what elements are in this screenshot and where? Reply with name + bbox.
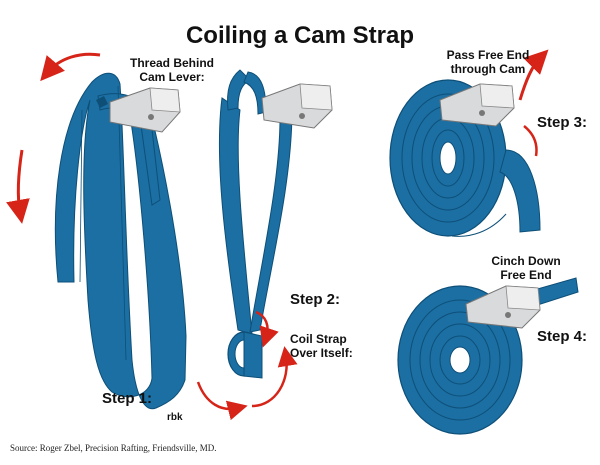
step3-label: Step 3: (537, 114, 588, 131)
coil-label: Coil Strap Over Itself: (290, 332, 370, 360)
thread-label-line2: Cam Lever: (139, 70, 205, 84)
pass-label-line1: Pass Free End (446, 48, 530, 62)
cinch-label-line1: Cinch Down (491, 254, 561, 268)
pass-label: Pass Free End through Cam (438, 48, 538, 76)
thread-label-line1: Thread Behind (129, 56, 214, 70)
thread-label: Thread Behind Cam Lever: (124, 56, 220, 84)
step3-cam-buckle (439, 83, 515, 127)
coil-label-line2: Over Itself: (290, 346, 353, 360)
coil-label-line1: Coil Strap (290, 332, 347, 346)
cinch-label: Cinch Down Free End (486, 254, 566, 282)
step4-cam-buckle (465, 285, 541, 329)
step2-strap (218, 69, 293, 379)
step1-cam-buckle (109, 87, 181, 133)
diagram-title: Coiling a Cam Strap (185, 22, 415, 49)
thread-arrow-top (40, 52, 101, 82)
pass-tail-arrow (523, 125, 538, 157)
step1-label: Step 1: (102, 390, 153, 407)
artist-initials: rbk (167, 412, 183, 423)
coil-arrow-top (255, 310, 279, 348)
step2-cam-buckle (261, 83, 333, 129)
thread-arrow-down (6, 149, 30, 224)
step4-label: Step 4: (537, 328, 588, 345)
step2-label: Step 2: (290, 291, 341, 308)
pass-through-arrow (518, 49, 549, 101)
cinch-label-line2: Free End (500, 268, 552, 282)
coil-arrow-bottom-right (251, 346, 298, 408)
source-credit: Source: Roger Zbel, Precision Rafting, F… (10, 443, 217, 453)
pass-label-line2: through Cam (450, 62, 526, 76)
coil-arrow-bottom-left (196, 381, 248, 421)
